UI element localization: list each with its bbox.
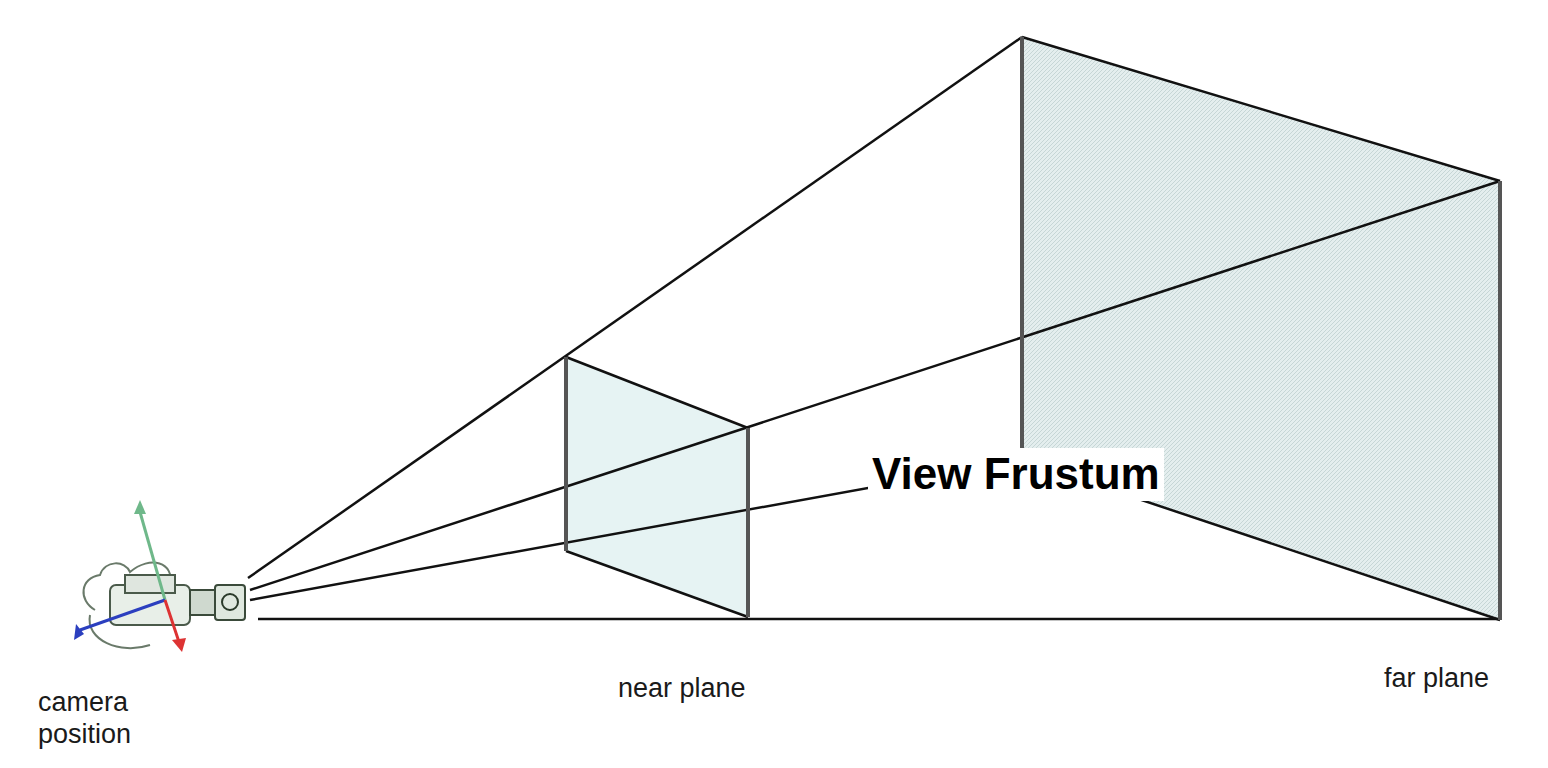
diagram-title-label: View Frustum: [868, 448, 1164, 501]
far-plane: [1022, 37, 1500, 620]
near-plane-label: near plane: [618, 672, 746, 704]
frustum-edges: [248, 37, 1500, 620]
far-plane-label: far plane: [1384, 662, 1489, 694]
camera-icon: [74, 500, 245, 652]
plane-verticals: [566, 37, 1500, 620]
camera-label: camera position: [38, 686, 188, 751]
near-plane: [566, 357, 748, 617]
